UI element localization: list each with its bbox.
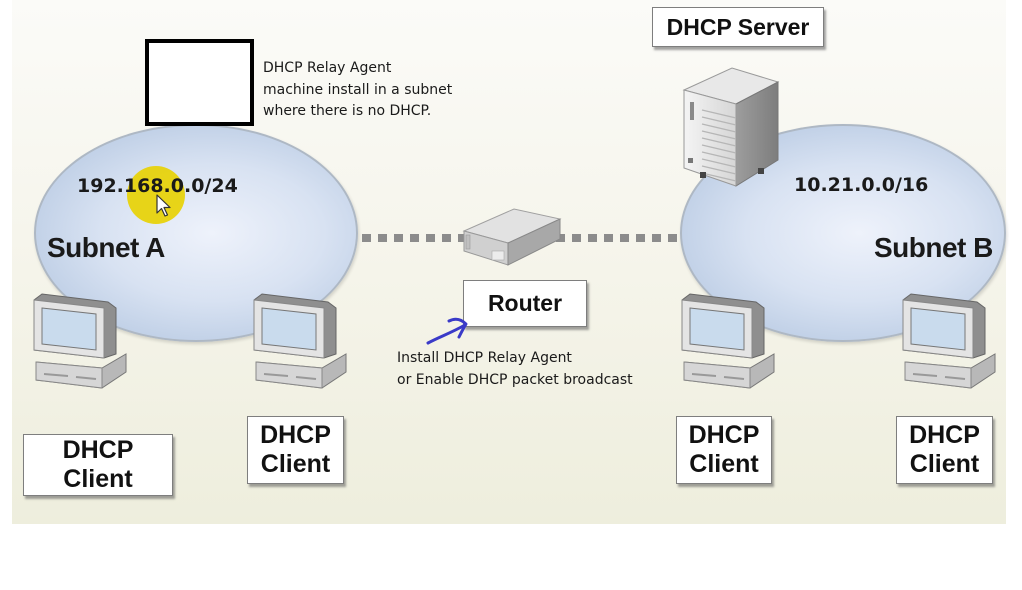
router-note-line: or Enable DHCP packet broadcast bbox=[397, 371, 633, 388]
client-label-line: Client bbox=[63, 465, 133, 493]
server-tower-icon bbox=[682, 67, 780, 187]
dhcp-server-label: DHCP Server bbox=[652, 7, 824, 47]
cursor-highlight bbox=[127, 166, 185, 224]
client-label-line: DHCP bbox=[62, 436, 134, 465]
subnet-b-network: 10.21.0.0/16 bbox=[794, 174, 929, 196]
dhcp-server-label-text: DHCP Server bbox=[666, 13, 810, 40]
relay-agent-placeholder-box bbox=[145, 39, 254, 126]
client-computer-icon bbox=[902, 293, 996, 389]
relay-agent-note-line: where there is no DHCP. bbox=[263, 103, 432, 119]
client-label-a2: DHCP Client bbox=[247, 416, 344, 484]
client-label-line: Client bbox=[909, 450, 980, 478]
client-label-line: Client bbox=[260, 450, 331, 478]
subnet-b-name: Subnet B bbox=[874, 232, 993, 263]
client-label-line: DHCP bbox=[688, 421, 760, 450]
client-computer-icon bbox=[253, 293, 347, 389]
router-label-text: Router bbox=[487, 290, 563, 317]
client-computer-icon bbox=[33, 293, 127, 389]
client-label-line: DHCP bbox=[909, 421, 980, 450]
client-computer-icon bbox=[681, 293, 775, 389]
router-note-line: Install DHCP Relay Agent bbox=[397, 350, 572, 366]
client-label-b2: DHCP Client bbox=[896, 416, 993, 484]
link-subnet-a-router bbox=[362, 234, 466, 242]
annotation-arrow-icon bbox=[426, 317, 468, 345]
relay-agent-note-line: machine install in a subnet bbox=[263, 81, 453, 98]
router-icon bbox=[462, 208, 562, 266]
relay-agent-note: DHCP Relay Agent machine install in a su… bbox=[263, 58, 452, 123]
router-label: Router bbox=[463, 280, 587, 327]
client-label-a1: DHCP Client bbox=[23, 434, 173, 496]
router-note: Install DHCP Relay Agent or Enable DHCP … bbox=[397, 348, 633, 391]
client-label-b1: DHCP Client bbox=[676, 416, 772, 484]
relay-agent-note-line: DHCP Relay Agent bbox=[263, 60, 392, 76]
mouse-pointer-icon bbox=[156, 194, 171, 217]
subnet-a-name: Subnet A bbox=[47, 232, 165, 263]
client-label-line: DHCP bbox=[260, 421, 331, 450]
link-router-subnet-b bbox=[556, 234, 682, 242]
client-label-line: Client bbox=[689, 450, 759, 478]
subnet-a-network: 192.168.0.0/24 bbox=[77, 175, 238, 197]
